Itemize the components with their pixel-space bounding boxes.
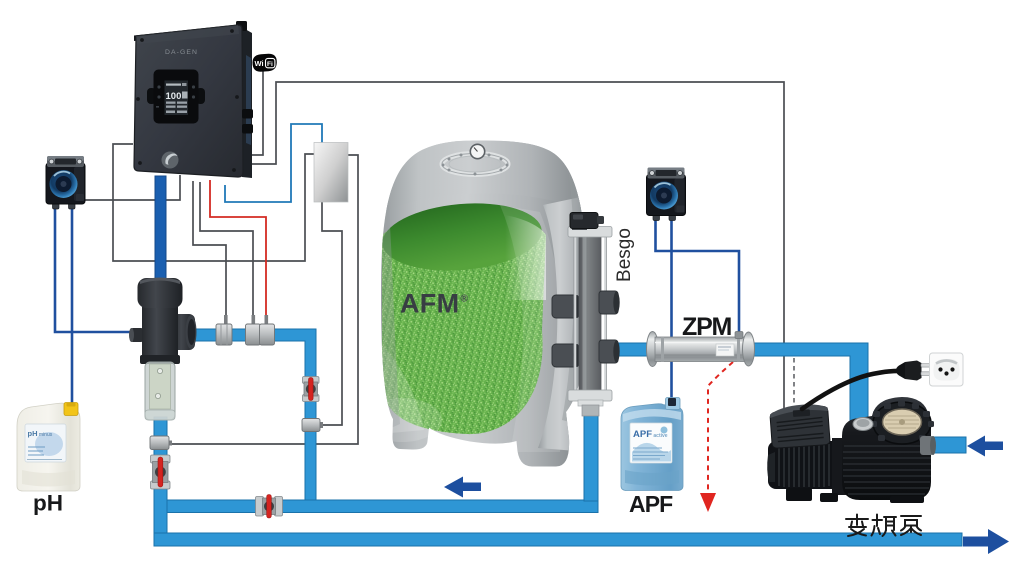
- svg-text:100: 100: [166, 91, 182, 102]
- svg-text:DA-GEN: DA-GEN: [165, 49, 198, 56]
- svg-text:pH minus: pH minus: [28, 429, 53, 438]
- svg-text:Wi: Wi: [255, 59, 264, 68]
- svg-text:®: ®: [461, 294, 469, 305]
- svg-text:Besgo: Besgo: [614, 228, 635, 282]
- svg-text:AFM: AFM: [400, 289, 459, 319]
- svg-text:Fi: Fi: [267, 61, 273, 68]
- svg-text:ZPM: ZPM: [682, 313, 732, 341]
- svg-text:pH: pH: [33, 491, 63, 516]
- svg-text:APF: APF: [629, 491, 673, 517]
- svg-text:APF active: APF active: [633, 429, 668, 440]
